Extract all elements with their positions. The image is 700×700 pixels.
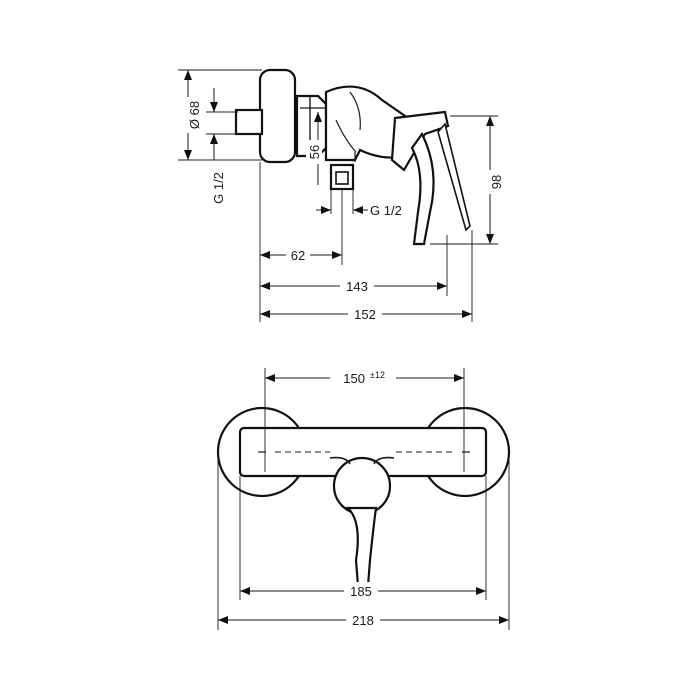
dim-thread-outlet: G 1/2 — [370, 203, 402, 218]
side-view: Ø 68 G 1/2 56 98 — [178, 68, 504, 322]
dim-150-tolerance: ±12 — [370, 370, 385, 380]
dim-62: 62 — [291, 248, 305, 263]
dim-218: 218 — [352, 613, 374, 628]
dim-152: 152 — [354, 307, 376, 322]
dim-diameter-68: Ø 68 — [187, 101, 202, 129]
front-lever — [345, 506, 378, 588]
lever-handle-rear — [437, 122, 471, 232]
lever-handle — [410, 131, 435, 246]
dim-98: 98 — [489, 175, 504, 189]
dim-thread-left: G 1/2 — [211, 172, 226, 204]
dim-56: 56 — [307, 145, 322, 159]
dim-185: 185 — [350, 584, 372, 599]
outlet-nut — [335, 171, 349, 185]
front-view: 150 ±12 185 218 — [216, 368, 511, 630]
dim-143: 143 — [346, 279, 368, 294]
inlet-stub — [234, 108, 264, 136]
lever-base — [332, 456, 392, 516]
dim-150: 150 — [343, 371, 365, 386]
wall-flange — [258, 68, 297, 164]
